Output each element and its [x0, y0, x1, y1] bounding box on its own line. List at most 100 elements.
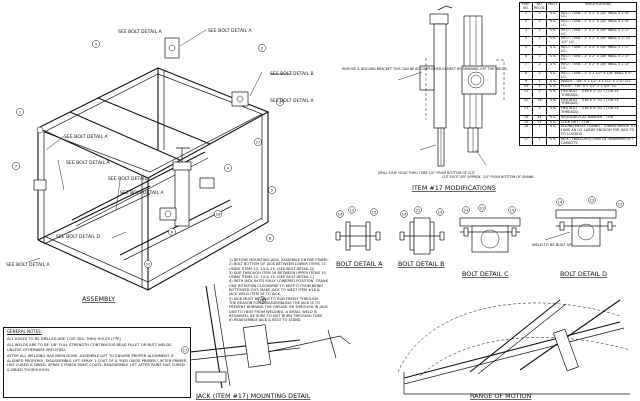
callout-4: 4 [227, 165, 230, 170]
step-line: DUE TO HEAT FROM WELDING. A SMALL WELD I… [229, 309, 318, 314]
caption-item17-mods: ITEM #17 MODIFICATIONS [412, 184, 496, 192]
bolt-detail-c-view: 14 12 15 BOLT DETAIL C [459, 204, 521, 278]
bom-cell-part-no: 16 [519, 124, 533, 138]
step-line: 3) SLIP THROUGH ITEM 16 BETWEEN UPPER IT… [229, 270, 326, 275]
bom-cell-part-no: 5 [519, 44, 533, 55]
bom-cell-part-no: 7 [519, 62, 533, 72]
caption-bolt-c: BOLT DETAIL C [462, 270, 509, 278]
step-line: 2) BOLT BOTTOM OF JACK BETWEEN LOWER ITE… [229, 262, 326, 267]
caption-assembly: ASSEMBLY [82, 295, 115, 303]
label-see-bolt-a-1: SEE BOLT DETAIL A [118, 29, 162, 35]
assembly-steps: 1) BEFORE MOUNTING JACK, ASSEMBLE ENTIRE… [229, 258, 389, 322]
bom-cell-qty: 1 [531, 124, 548, 138]
caption-bolt-b: BOLT DETAIL B [398, 260, 445, 268]
general-note: AFTER ALL WELDING HAS BEEN DONE, ASSEMBL… [7, 354, 187, 372]
step-line: REQUIRED, BE SURE TO NOT BURN THROUGH TU… [229, 313, 324, 318]
bolt-c-callout-14: 14 [464, 207, 469, 212]
caption-range-of-motion: RANGE OF MOTION [470, 392, 531, 400]
bom-header-material: MAT'L [546, 2, 561, 12]
bom-cell-qty: 2 [531, 62, 548, 72]
range-of-motion-view: RANGE OF MOTION [397, 299, 631, 400]
bolt-detail-a-view: 14 12 15 BOLT DETAIL A [335, 206, 383, 268]
jack-mounting-detail-view: 17 16 JACK (ITEM #17) MOUNTING DETAIL [181, 283, 351, 400]
bom-cell-material: STL [546, 106, 561, 116]
callout-7: 7 [15, 163, 18, 168]
bom-cell-spec: ROUND MECH. TUBING - TUBING NEEDS TO HAV… [559, 124, 637, 138]
bolt-b-callout-15: 15 [438, 209, 443, 214]
general-note: ALL WELDS ARE TO BE 1/8" FULL STRENGTH C… [7, 343, 172, 352]
label-see-bolt-a-2: SEE BOLT DETAIL A [208, 28, 252, 34]
bom-cell-spec: JACK - (BULLDOG) 2000 LB. MAXIMUM LIFT C… [559, 136, 637, 147]
note-cut-foot: CUT FOOT OFF APPROX. 3/4" FROM BOTTOM OF… [442, 175, 534, 179]
bolt-detail-b-view: 14 12 15 BOLT DETAIL B [398, 206, 445, 268]
label-see-bolt-a-3: SEE BOLT DETAIL A [270, 98, 314, 104]
bolt-c-callout-12: 12 [480, 205, 485, 210]
bolt-c-callout-15: 15 [510, 207, 515, 212]
caption-jack-mounting: JACK (ITEM #17) MOUNTING DETAIL [195, 392, 311, 400]
label-see-bolt-a-7: SEE BOLT DETAIL A [6, 262, 50, 268]
general-notes: GENERAL NOTES: ALL HOLES TO BE DRILLED A… [3, 327, 191, 398]
bolt-a-callout-12: 12 [350, 207, 355, 212]
bom-cell-part-no: 2 [519, 19, 533, 29]
bom-cell-qty: 4 [531, 84, 548, 90]
bom-header-row: PART NO. NO. REQ'D. MAT'L SPECIFICATIONS [519, 2, 637, 12]
step-line: USING ITEMS 12, 14 & 15. (SEE BOLT DETAI… [229, 266, 315, 271]
bolt-b-callout-12: 12 [416, 207, 421, 212]
bom-cell-material: STL [546, 124, 561, 138]
step-line: BOTTOMED OUT. MAKE JACK TO WEST ITEM #16… [229, 288, 320, 293]
bolt-b-callout-14: 14 [402, 211, 407, 216]
caption-bolt-d: BOLT DETAIL D [560, 270, 607, 278]
step-line: PREVENT BURNING THE GREASE OR THROUGH IN… [229, 305, 328, 310]
assembly-callouts: 9 1 2 3 17 7 4 5 16 8 6 10 [12, 40, 284, 268]
general-note: ALL HOLES TO BE DRILLED ARE 7/16" DIA. T… [7, 336, 122, 341]
bom-header-part-no: PART NO. [519, 2, 533, 12]
callout-8: 8 [269, 235, 272, 240]
bom-cell-part-no: 17 [519, 136, 533, 147]
bom-cell-qty: 1 [531, 136, 548, 147]
bom-cell-material: STL [546, 84, 561, 90]
callout-10: 10 [146, 261, 151, 266]
step-line: ONE ROTATION CLOCKWISE TO KEEP IT FROM B… [229, 283, 324, 288]
bom-cell-spec: HEX BOLT - 7/16 x 3" LG. (7/16-14 THREAD… [559, 88, 637, 99]
step-line: USING ITEMS 12, 14 & 15. (SEE BOLT DETAI… [229, 275, 314, 280]
label-see-bolt-a-4: SEE BOLT DETAIL A [64, 134, 108, 140]
bolt-a-callout-14: 14 [338, 211, 343, 216]
bom-cell-material: STL [546, 44, 561, 55]
step-line: THE REASON FOR DISASSEMBLING THE JACK IS… [229, 300, 320, 305]
callout-5: 5 [271, 187, 274, 192]
bom-cell-part-no: 13 [519, 106, 533, 116]
step-line: 4) WITH JACK IN ITS FULLY LOWERED POSITI… [229, 279, 328, 284]
bom-cell-material: STL [546, 88, 561, 99]
bom-cell-material: STL [546, 62, 561, 72]
bom-cell-spec: RECT. TUBE - 1" x 2" x 1/8" WALL x 1'-8"… [559, 19, 637, 29]
callout-6: 6 [171, 229, 174, 234]
bom-cell-spec: HEX BOLT - 7/16 x 4" LG. (7/16-14 THREAD… [559, 106, 637, 116]
bom-cell-spec: RECT. TUBE - 1" x 2" x 1/8" WALL x 1'-4"… [559, 62, 637, 72]
bolt-a-callout-15: 15 [372, 209, 377, 214]
bom-cell-material: STL [546, 136, 561, 147]
bolt-d-callout-15: 15 [618, 201, 623, 206]
item17-modifications-view: REMOVE & DISCARD BRACKET THIS CAN BE ACC… [342, 5, 534, 192]
step-line: JACK WELD ITEM 16 TO JACK. [229, 292, 282, 297]
step-line: 6) REASSEMBLE JACK & BOLT TO STAND. [229, 318, 302, 323]
callout-17: 17 [256, 139, 261, 144]
bom-cell-qty: 2 [531, 106, 548, 116]
general-notes-heading: GENERAL NOTES: [7, 329, 42, 334]
bill-of-materials-table: PART NO. NO. REQ'D. MAT'L SPECIFICATIONS… [519, 2, 637, 147]
note-remove-discard: REMOVE & DISCARD BRACKET THIS CAN BE ACC… [342, 67, 508, 71]
jack-callout-17: 17 [183, 347, 188, 352]
label-see-bolt-d: SEE BOLT DETAIL D [56, 234, 100, 240]
step-line: 1) BEFORE MOUNTING JACK, ASSEMBLE ENTIRE… [229, 258, 329, 262]
bom-cell-material: STL [546, 19, 561, 29]
bom-header-specifications: SPECIFICATIONS [559, 2, 637, 12]
bolt-d-callout-14: 14 [558, 199, 563, 204]
